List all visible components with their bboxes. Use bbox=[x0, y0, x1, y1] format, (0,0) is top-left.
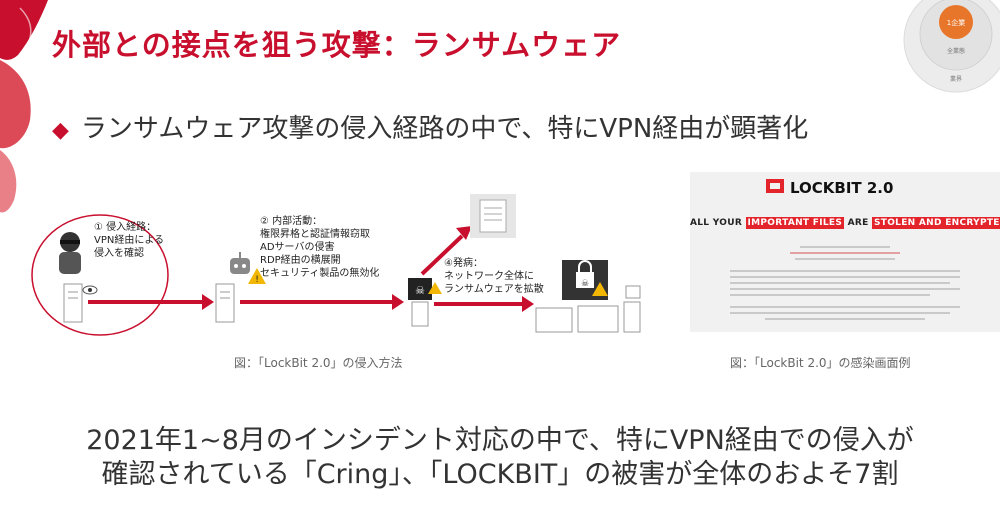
lockbit-text-line bbox=[730, 312, 950, 314]
svg-text:☠: ☠ bbox=[415, 284, 425, 297]
scope-circles: 1企業 全業態 業界 bbox=[900, 0, 1000, 100]
slide-title: 外部との接点を狙う攻撃：ランサムウェア bbox=[52, 22, 621, 64]
locked-devices-icon: ☠ bbox=[536, 260, 640, 332]
robot-icon bbox=[230, 252, 250, 274]
svg-text:☠: ☠ bbox=[581, 279, 589, 289]
lockbit-text-line bbox=[730, 288, 960, 290]
lockbit-headline-part3: ARE bbox=[848, 218, 869, 228]
step2-line5: セキュリティ製品の無効化 bbox=[260, 266, 379, 279]
server-icon bbox=[470, 194, 516, 238]
lockbit-headline-part4: STOLEN AND ENCRYPTED! bbox=[872, 217, 1000, 229]
summary-text: 2021年1~8月のインシデント対応の中で、特にVPN経由での侵入が 確認されて… bbox=[0, 424, 1000, 492]
step2-line4: RDP経由の横展開 bbox=[260, 253, 341, 266]
lockbit-text-line bbox=[730, 270, 960, 272]
lockbit-headline-part1: ALL YOUR bbox=[690, 218, 742, 228]
diagram-caption: 図：「LockBit 2.0」の侵入方法 bbox=[234, 354, 403, 371]
circle-middle-label: 全業態 bbox=[947, 47, 965, 55]
lockbit-text-line bbox=[730, 294, 930, 296]
lockbit-logo-text: LOCKBIT 2.0 bbox=[790, 179, 893, 197]
summary-line2: 確認されている「Cring」、「LOCKBIT」の被害が全体のおよそ7割 bbox=[0, 458, 1000, 492]
step4-line1: ④発病： bbox=[444, 256, 483, 269]
step4-line2: ネットワーク全体に bbox=[444, 269, 534, 282]
lockbit-text-line bbox=[730, 282, 950, 284]
lockbit-logo: LOCKBIT 2.0 bbox=[690, 172, 1000, 202]
step1-line3: 侵入を確認 bbox=[94, 246, 144, 259]
lockbit-text-line bbox=[765, 318, 925, 320]
bullet-text: ランサムウェア攻撃の侵入経路の中で、特にVPN経由が顕著化 bbox=[81, 114, 808, 144]
lockbit-caption: 図：「LockBit 2.0」の感染画面例 bbox=[730, 354, 911, 371]
summary-line1: 2021年1~8月のインシデント対応の中で、特にVPN経由での侵入が bbox=[0, 424, 1000, 458]
internal-pc-icon bbox=[216, 284, 234, 322]
lockbit-screen-image: LOCKBIT 2.0 ALL YOUR IMPORTANT FILES ARE… bbox=[690, 172, 1000, 332]
lockbit-text-line bbox=[795, 258, 895, 260]
step2-line3: ADサーバの侵害 bbox=[260, 240, 334, 253]
circle-outer-label: 業界 bbox=[950, 75, 962, 83]
circle-inner-label: 1企業 bbox=[947, 18, 965, 27]
bullet-point: ◆ ランサムウェア攻撃の侵入経路の中で、特にVPN経由が顕著化 bbox=[52, 108, 808, 145]
lockbit-headline: ALL YOUR IMPORTANT FILES ARE STOLEN AND … bbox=[690, 218, 1000, 228]
lockbit-text-line bbox=[730, 276, 960, 278]
step2-line1: ② 内部活動： bbox=[260, 214, 322, 227]
hacker-icon bbox=[59, 232, 81, 274]
lockbit-text-line bbox=[790, 252, 900, 254]
step1-line2: VPN経由による bbox=[94, 233, 164, 246]
attack-flow-diagram: ① 侵入経路： VPN経由による 侵入を確認 ② 内部活動： 権限昇格と認証情報… bbox=[30, 190, 670, 340]
step2-line2: 権限昇格と認証情報窃取 bbox=[260, 227, 370, 240]
step4-line3: ランサムウェアを拡散 bbox=[444, 282, 544, 295]
lockbit-headline-part2: IMPORTANT FILES bbox=[746, 217, 845, 229]
lockbit-text-line bbox=[800, 246, 890, 248]
diamond-bullet-icon: ◆ bbox=[52, 118, 69, 143]
entry-highlight-ellipse bbox=[32, 215, 168, 335]
step1-line1: ① 侵入経路： bbox=[94, 220, 156, 233]
svg-text:!: ! bbox=[255, 275, 259, 285]
lockbit-text-line bbox=[730, 306, 960, 308]
